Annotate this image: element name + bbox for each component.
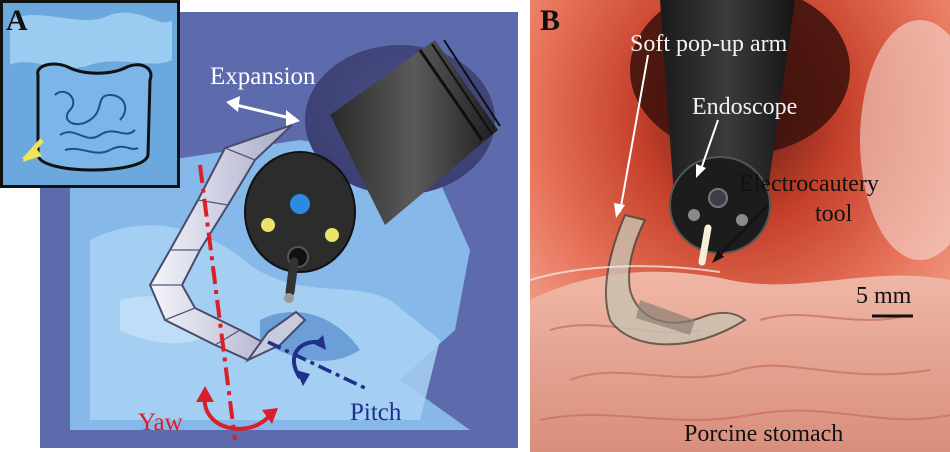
endoscope-label: Endoscope <box>692 94 798 120</box>
pitch-arrow-icon <box>292 339 321 380</box>
panel-b-photo: B Soft pop-up arm Endoscope Electrocaute… <box>530 0 950 452</box>
yaw-label: Yaw <box>138 409 183 436</box>
cautery-pointer-line <box>716 204 769 259</box>
electrocautery-tool-photo <box>698 224 712 266</box>
anatomy-inset <box>0 0 180 188</box>
camera-lens-icon <box>290 194 310 214</box>
endoscope-pointer-line <box>699 119 719 173</box>
light-right-icon <box>325 228 339 242</box>
panel-a-letter: A <box>6 4 28 37</box>
stomach-label: Porcine stomach <box>684 421 844 447</box>
yaw-axis <box>198 164 237 441</box>
panel-b-drawing <box>530 0 950 452</box>
expansion-label: Expansion <box>210 63 316 90</box>
electrocautery-label-line1: Electrocautery <box>739 171 879 197</box>
pitch-axis <box>267 340 366 390</box>
panel-a-illustration: A Expansion Yaw Pitch <box>0 0 518 448</box>
panel-b-letter: B <box>540 4 561 37</box>
arm-pointer-line <box>619 54 649 213</box>
expansion-arrow-icon <box>235 103 291 120</box>
light-left-icon <box>261 218 275 232</box>
pitch-label: Pitch <box>350 399 402 426</box>
scale-label: 5 mm <box>856 283 912 309</box>
endoscope-body <box>330 40 498 225</box>
soft-arm-label: Soft pop-up arm <box>630 31 788 57</box>
endoscope-shaft <box>660 0 795 210</box>
panel-a-drawing <box>40 12 518 448</box>
cautery-tool <box>285 257 299 297</box>
electrocautery-label-line2: tool <box>815 201 853 227</box>
yaw-arrow-icon <box>202 394 272 431</box>
